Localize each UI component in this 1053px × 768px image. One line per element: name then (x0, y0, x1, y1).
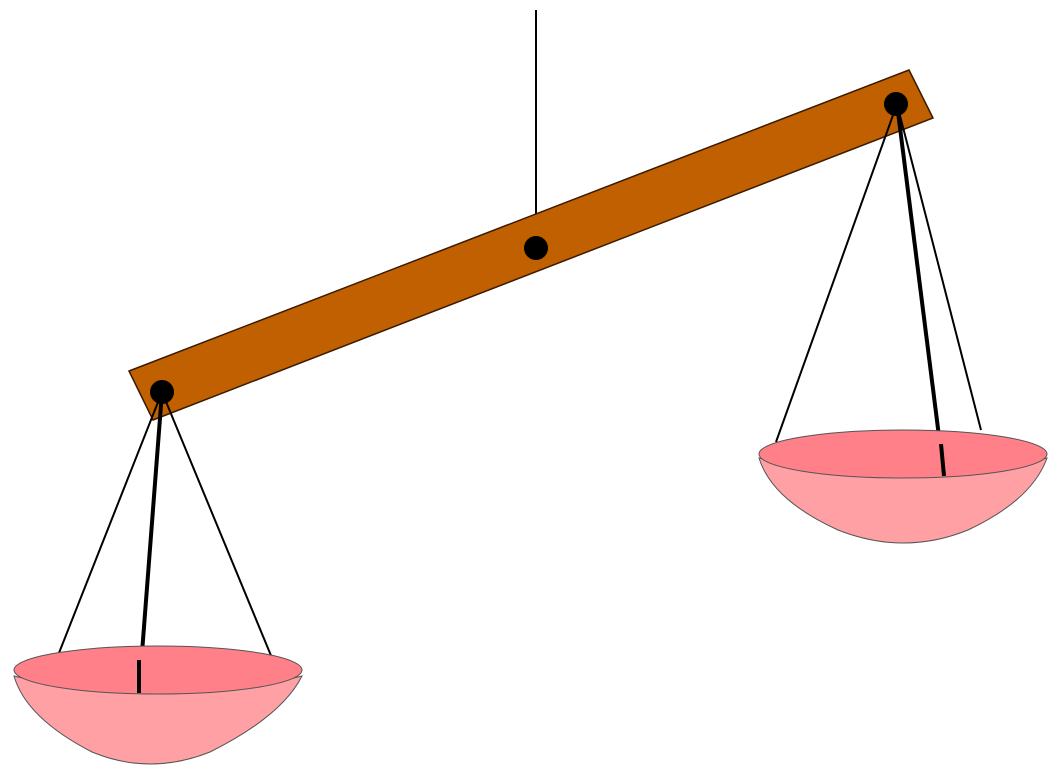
left-pivot (150, 380, 174, 404)
right-pan (758, 429, 1048, 544)
left-pan-rim (13, 645, 303, 695)
left-pan (13, 645, 303, 765)
right-pivot (884, 92, 908, 116)
center-pivot (524, 236, 548, 260)
left-pan-strings (56, 391, 273, 693)
right-pan-rim (758, 429, 1048, 479)
right-pan-strings (775, 103, 982, 477)
